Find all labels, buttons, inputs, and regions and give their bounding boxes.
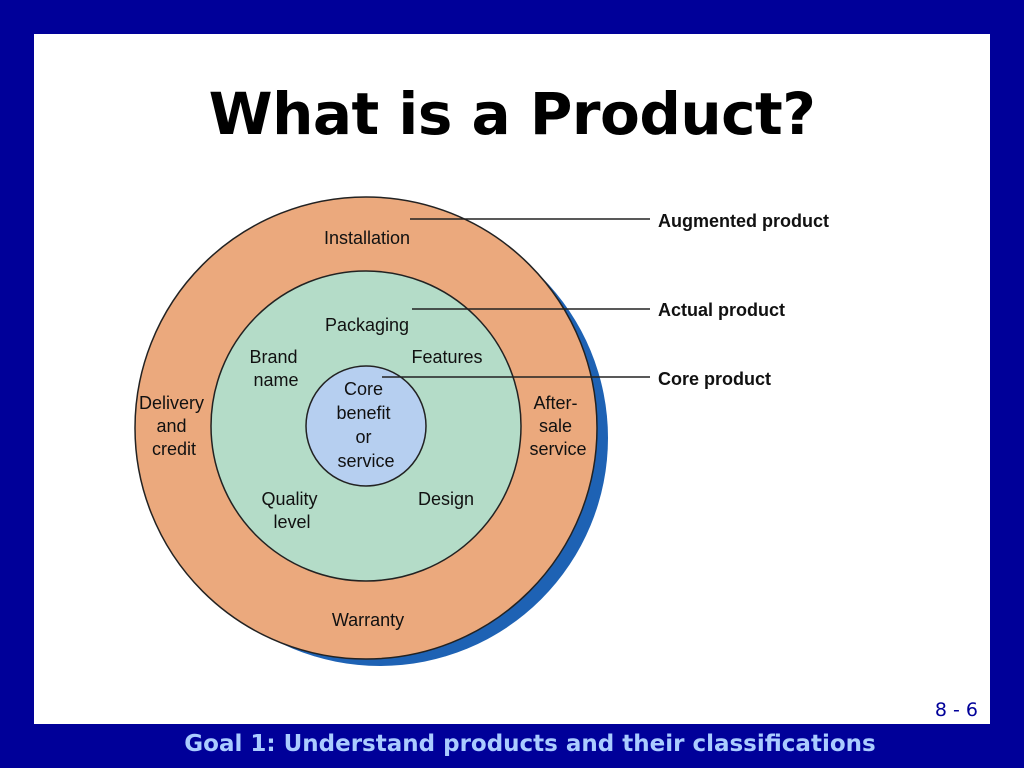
callout-actual-product: Actual product [658,300,785,320]
label-installation: Installation [324,228,410,248]
label-design: Design [418,489,474,509]
core-product-ring [305,365,427,487]
label-features: Features [411,347,482,367]
label-after-sale-service: After- sale service [529,393,586,459]
label-brand-name: Brand name [249,347,302,390]
callout-augmented-product: Augmented product [658,211,829,231]
label-quality-level: Quality level [261,489,322,532]
label-core-benefit-or-service: Core benefit or service [336,379,395,471]
label-packaging: Packaging [325,315,409,335]
callout-core-product: Core product [658,369,771,389]
slide-title: What is a Product? [208,80,816,148]
label-warranty: Warranty [332,610,404,630]
label-delivery-and-credit: Delivery and credit [139,393,209,459]
slide-number: 8 - 6 [934,699,978,721]
slide-footer: Goal 1: Understand products and their cl… [184,731,876,757]
